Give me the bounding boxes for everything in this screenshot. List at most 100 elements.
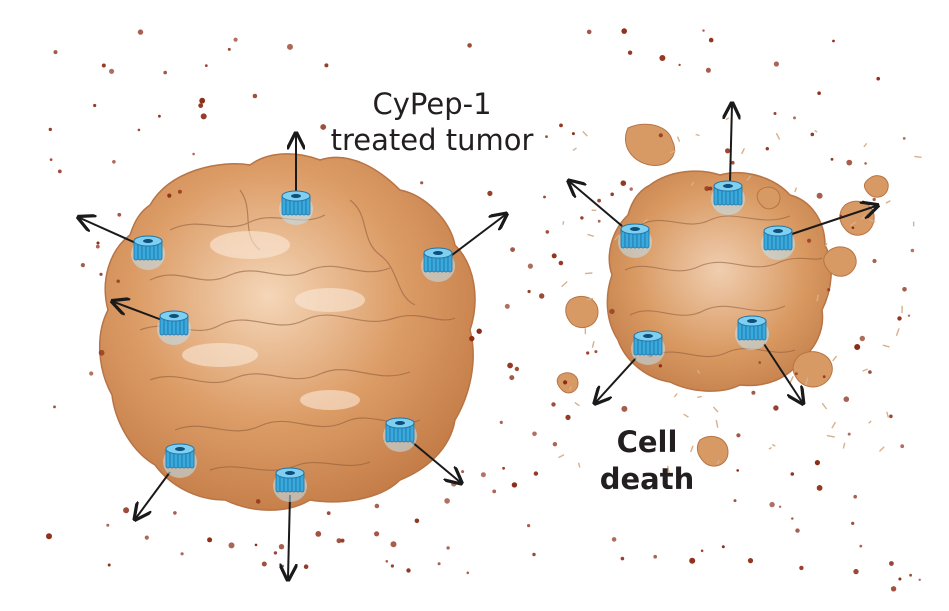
outward-arrow-icon	[570, 182, 623, 227]
outward-arrow-icon	[80, 218, 139, 245]
particle	[80, 263, 85, 268]
particle	[876, 76, 880, 81]
particle	[420, 181, 424, 185]
debris-fleck	[591, 341, 595, 348]
particle	[890, 586, 897, 592]
particle	[287, 43, 293, 50]
particle	[702, 29, 705, 32]
debris-fleck	[868, 218, 876, 223]
debris-fleck	[666, 465, 670, 474]
membrane-pore-icon	[421, 247, 455, 282]
dying-tumor	[556, 123, 889, 467]
particle	[658, 364, 663, 368]
particle	[769, 501, 775, 508]
particle	[467, 43, 472, 48]
debris-fleck	[673, 393, 678, 398]
particle	[700, 549, 704, 553]
debris-fleck	[842, 442, 846, 449]
membrane-pore-icon	[383, 417, 417, 452]
debris-fleck	[574, 401, 580, 407]
particle	[851, 226, 855, 229]
particle	[827, 288, 831, 292]
particle	[261, 561, 267, 567]
particle	[252, 93, 258, 99]
debris-fleck	[561, 281, 568, 288]
particle	[736, 433, 741, 438]
membrane-pore-icon	[157, 310, 191, 345]
cell-death-label: Cell death	[572, 424, 722, 498]
debris-fleck	[771, 443, 776, 447]
death-label-line2: death	[599, 462, 695, 496]
debris-fleck	[832, 355, 838, 362]
debris-fleck	[914, 155, 922, 158]
particle	[446, 546, 450, 550]
outward-arrow-icon	[114, 302, 163, 321]
particle	[255, 499, 261, 504]
particle	[689, 557, 696, 564]
particle	[773, 112, 777, 115]
particle	[859, 544, 863, 548]
debris-fleck	[862, 368, 868, 372]
particle	[551, 402, 556, 407]
particle	[340, 538, 345, 543]
particle	[795, 372, 798, 376]
particle	[527, 263, 534, 269]
particle	[816, 192, 823, 199]
debris-fleck	[683, 413, 689, 418]
particle	[89, 371, 94, 376]
particle	[545, 135, 548, 139]
particle	[621, 405, 628, 412]
particle	[910, 248, 915, 253]
particle	[204, 64, 208, 67]
particle	[708, 37, 714, 43]
outward-arrows	[80, 105, 876, 578]
debris-fleck	[587, 233, 595, 237]
particle	[731, 160, 735, 165]
debris-fleck	[696, 369, 701, 374]
membrane-pore-icon	[279, 190, 313, 225]
particle	[609, 308, 615, 315]
particle	[898, 577, 902, 581]
particle	[48, 127, 52, 132]
particle	[580, 216, 584, 220]
particle	[843, 396, 850, 403]
particle	[137, 128, 141, 132]
particle	[123, 507, 130, 514]
particle	[96, 241, 100, 245]
particle	[487, 190, 493, 196]
particle	[597, 198, 601, 203]
particle	[721, 545, 725, 549]
outward-arrow-icon	[730, 105, 732, 183]
particle	[659, 55, 666, 61]
debris-fleck	[569, 386, 572, 391]
particle	[629, 187, 633, 191]
particle	[551, 253, 557, 259]
particle	[868, 370, 872, 374]
particle	[851, 521, 855, 526]
outward-arrow-icon	[136, 471, 171, 518]
particle	[57, 169, 62, 174]
particle	[507, 362, 513, 369]
membrane-pores	[131, 180, 795, 502]
death-label-line1: Cell	[616, 425, 678, 459]
debris-fleck	[725, 117, 730, 121]
debris-fleck	[886, 411, 890, 418]
particle	[199, 97, 206, 104]
particle	[390, 564, 394, 568]
outward-arrow-icon	[763, 343, 802, 402]
particle	[437, 562, 441, 566]
particle	[620, 180, 627, 186]
debris-fleck	[746, 175, 752, 182]
particle	[816, 485, 823, 491]
particle	[95, 244, 100, 249]
particle	[385, 560, 389, 563]
particle	[822, 375, 826, 379]
particle	[704, 186, 710, 192]
particle	[254, 543, 258, 547]
particle	[563, 380, 568, 385]
particle	[278, 544, 285, 550]
debris-fleck	[572, 147, 577, 152]
particle	[889, 561, 894, 566]
particle	[747, 558, 754, 564]
debris-fleck	[882, 344, 890, 348]
